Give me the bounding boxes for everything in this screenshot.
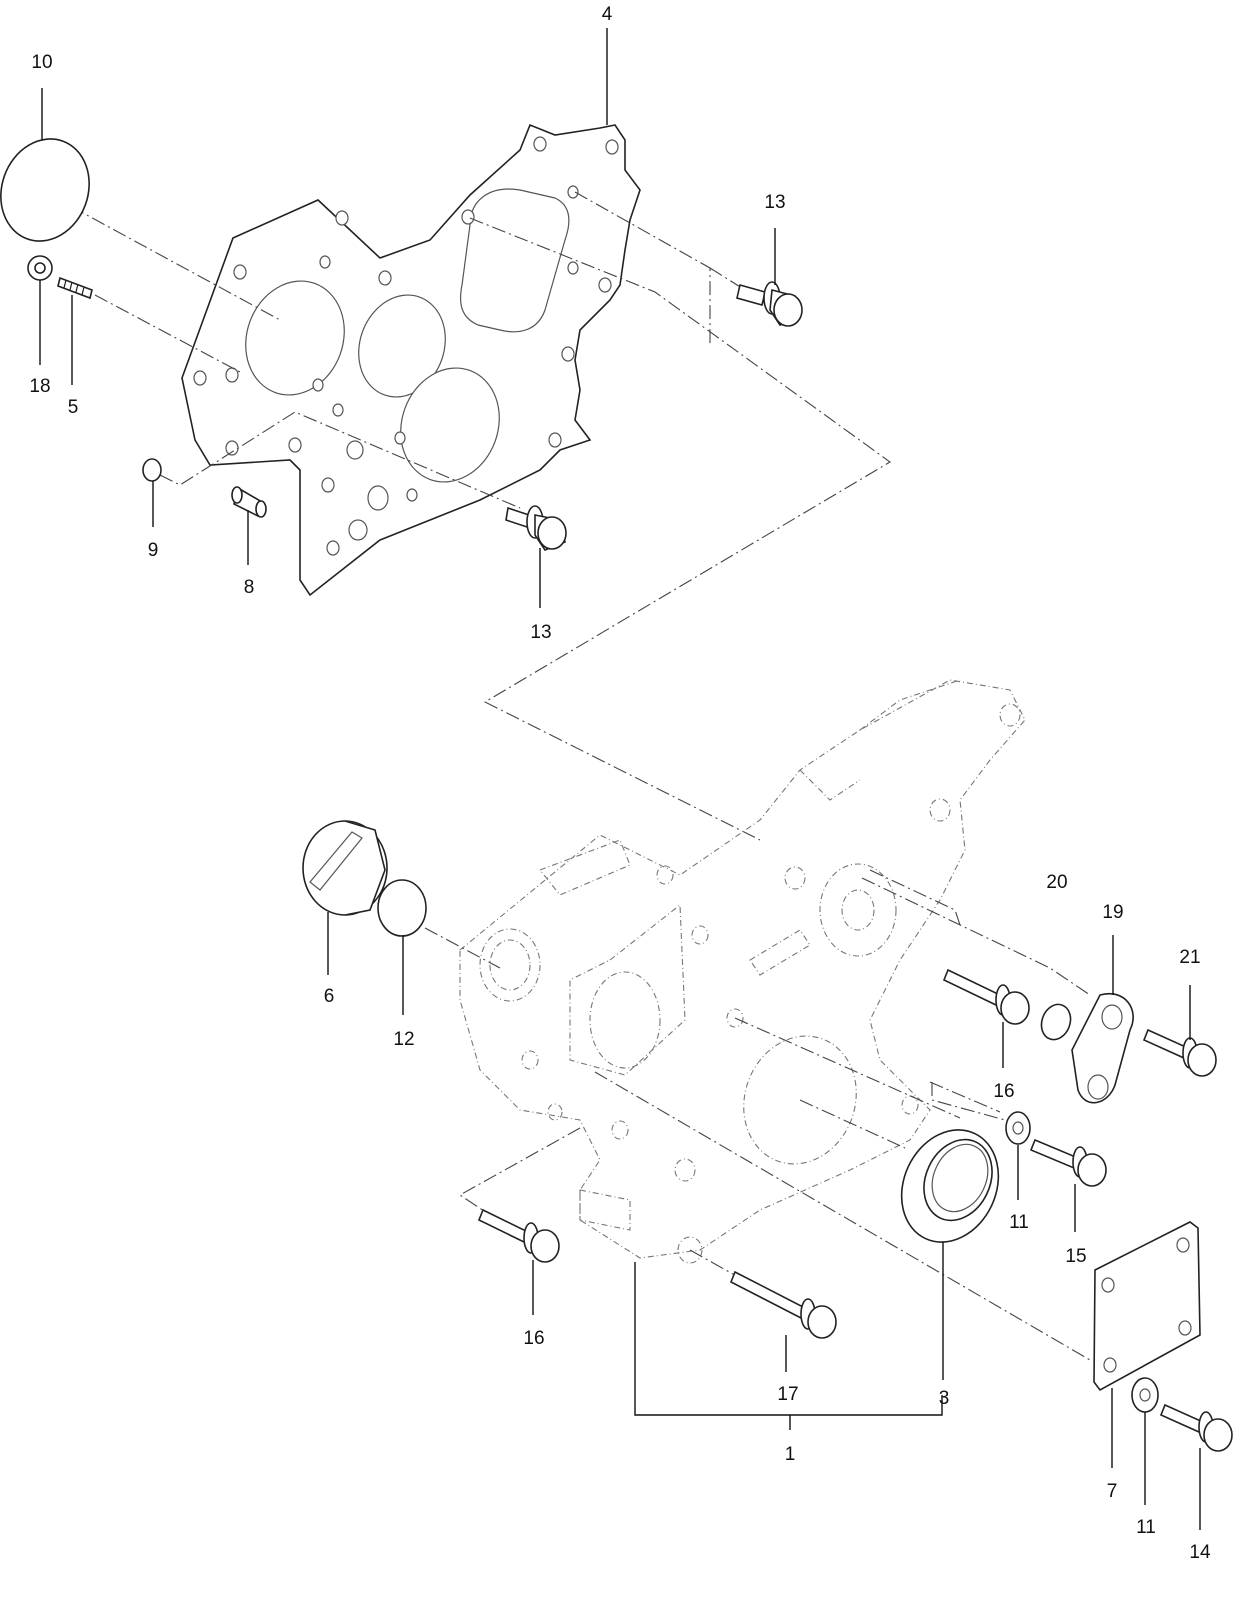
cover-plate-part-19: [1071, 992, 1134, 1104]
callout-9: 9: [148, 540, 159, 561]
dowel-pin-part-8: [231, 486, 267, 518]
timing-cover-part-1: [459, 679, 1026, 1264]
callout-12: 12: [393, 1029, 414, 1050]
callout-16-right: 16: [993, 1081, 1014, 1102]
square-cover-part-7: [1093, 1221, 1201, 1392]
callout-21: 21: [1179, 947, 1200, 968]
nut-part-18: [27, 255, 53, 281]
gasket-disc-part-12: [377, 879, 427, 937]
callout-4: 4: [602, 4, 613, 25]
flange-bolt-part-21: [1142, 1028, 1217, 1077]
callout-19: 19: [1102, 902, 1123, 923]
flange-bolt-part-17: [729, 1270, 837, 1339]
leader-lines: [39, 28, 1201, 1530]
filler-cap-part-6: [302, 820, 388, 916]
callout-18: 18: [29, 376, 50, 397]
flange-bolt-part-16-right: [942, 968, 1030, 1025]
callout-10: 10: [31, 52, 52, 73]
oil-seal-part-3: [900, 1129, 1000, 1243]
flange-bolt-part-14: [1159, 1403, 1233, 1452]
callout-11-upper: 11: [1009, 1212, 1029, 1233]
callout-1: 1: [785, 1444, 796, 1465]
callout-6: 6: [324, 986, 335, 1007]
callout-15: 15: [1065, 1246, 1086, 1267]
flange-bolt-part-13-top: [736, 281, 803, 327]
callout-7: 7: [1107, 1481, 1118, 1502]
seal-disc-part-10: [0, 138, 90, 242]
callout-labels: 4 10 13 18 5 9 8 13 20 19 21 6 12 16 11 …: [29, 4, 1211, 1563]
plug-part-9: [142, 458, 162, 482]
washer-part-11-lower: [1131, 1377, 1159, 1413]
assembly-lines-lower: [424, 869, 1091, 1361]
callout-13-bottom: 13: [530, 622, 551, 643]
callout-13-top: 13: [764, 192, 785, 213]
washer-part-11-upper: [1005, 1111, 1031, 1145]
flange-bolt-part-16-left: [477, 1208, 560, 1263]
callout-16-left: 16: [523, 1328, 544, 1349]
flange-bolt-part-15: [1029, 1138, 1107, 1187]
callout-5: 5: [68, 397, 79, 418]
callout-11-lower: 11: [1136, 1517, 1156, 1538]
callout-8: 8: [244, 577, 255, 598]
callout-20: 20: [1046, 872, 1067, 893]
gasket-plate-part-4: [181, 123, 641, 597]
callout-17: 17: [777, 1384, 798, 1405]
callout-3: 3: [939, 1388, 950, 1409]
callout-14: 14: [1189, 1542, 1211, 1563]
flange-bolt-part-13-bottom: [505, 505, 567, 551]
assembly-lines-upper: [49, 191, 892, 841]
stud-part-5: [57, 276, 93, 300]
gasket-part-20: [1040, 1003, 1072, 1041]
